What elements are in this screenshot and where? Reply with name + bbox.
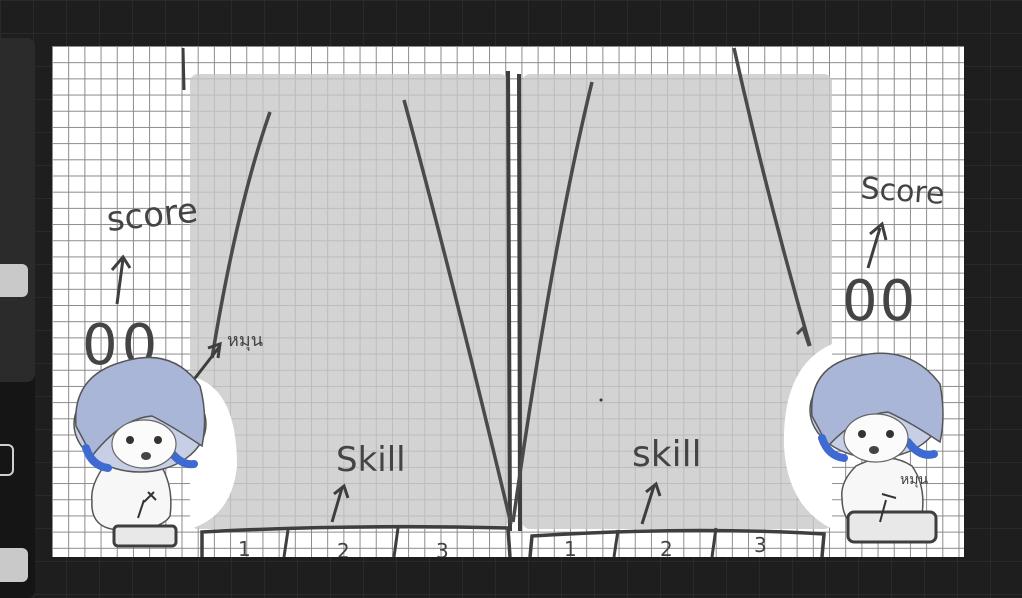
left-avatar-note: หมุน [227,330,263,351]
right-character-sprite: หมุน [809,352,944,544]
stray-dot [599,398,603,402]
right-slot-divider-2 [710,527,718,557]
left-score-label: score [105,191,200,240]
left-skill-bar-outline [200,524,512,557]
modifier-button[interactable] [0,444,14,476]
left-skill-arrow [330,483,350,523]
left-tool-panel [0,38,35,598]
right-skill-bar-outline [528,528,826,557]
left-slot-3: 3 [436,539,449,557]
left-slot-1: 1 [238,537,251,557]
right-avatar-note: หมุน [900,472,928,488]
trajectory-arrowhead [795,325,811,347]
left-character-sprite [73,356,207,548]
trajectory-line-2 [402,99,513,525]
sketch-drawing: score 00 หมุน Score 00 Skill skill 1 2 3… [73,47,946,557]
left-avatar-arrow [190,341,222,383]
trajectory-line-4 [732,47,812,347]
right-skill-label: skill [632,434,702,475]
left-score-arrow [110,254,132,305]
center-divider-line [506,70,512,532]
right-slot-divider-1 [612,529,620,557]
right-score-label: Score [859,171,945,212]
right-slot-3: 3 [754,533,767,557]
brush-size-slider-handle[interactable] [0,264,28,297]
right-score-arrow [866,221,888,269]
tool-panel-upper [0,38,35,382]
left-slot-divider-1 [282,529,290,557]
drawing-canvas[interactable]: score 00 หมุน Score 00 Skill skill 1 2 3… [52,46,964,557]
top-left-mark [181,47,186,91]
center-divider-line-2 [517,73,522,532]
left-slot-2: 2 [337,539,350,557]
right-skill-arrow [640,481,662,525]
right-slot-2: 2 [660,537,673,557]
trajectory-line-1 [210,111,272,359]
trajectory-line-3 [511,81,594,523]
right-score-value: 00 [842,269,917,334]
right-play-panel [522,74,832,529]
left-skill-label: Skill [336,440,406,480]
left-slot-divider-2 [392,527,400,557]
right-slot-1: 1 [564,537,577,557]
opacity-slider-handle[interactable] [0,548,28,582]
